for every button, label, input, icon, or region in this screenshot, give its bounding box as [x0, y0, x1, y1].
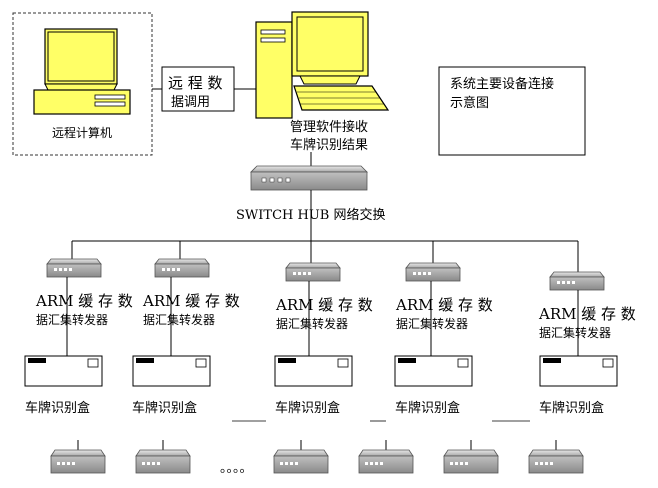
arm-unit-1-line2: 据汇集转发器 — [36, 312, 108, 327]
bottom-device-1 — [50, 440, 106, 474]
remote-link-line2: 据调用 — [171, 95, 210, 110]
bottom-device-6 — [528, 440, 584, 474]
plate-box-1 — [24, 355, 103, 387]
arm-unit-5 — [549, 241, 605, 356]
legend-line1: 系统主要设备连接 — [450, 76, 554, 92]
bottom-device-3 — [273, 440, 329, 474]
bottom-device-2 — [135, 440, 191, 474]
bottom-device-4 — [358, 440, 414, 474]
arm-unit-3-line1: ARM 缓 存 数 — [275, 296, 373, 314]
switch-hub-icon — [250, 165, 368, 191]
arm-unit-3-line2: 据汇集转发器 — [276, 316, 348, 331]
plate-box-5-label: 车牌识别盒 — [539, 400, 604, 416]
arm-unit-3 — [285, 241, 341, 356]
plate-box-2 — [132, 355, 211, 387]
bottom-device-5 — [443, 440, 499, 474]
arm-unit-5-line2: 据汇集转发器 — [539, 325, 611, 340]
remote-pc-frame — [12, 12, 153, 156]
legend-box — [438, 66, 586, 156]
arm-unit-4-line1: ARM 缓 存 数 — [395, 296, 493, 314]
arm-unit-2-line1: ARM 缓 存 数 — [142, 292, 240, 310]
arm-unit-4 — [405, 241, 461, 356]
arm-unit-2 — [154, 241, 210, 356]
server-workstation-icon — [255, 11, 390, 119]
arm-unit-1 — [46, 241, 102, 356]
plate-box-3-label: 车牌识别盒 — [275, 400, 340, 416]
plate-box-4-label: 车牌识别盒 — [395, 400, 460, 416]
remote-link-box — [161, 66, 235, 112]
remote-pc-icon — [33, 28, 131, 115]
plate-box-5 — [539, 355, 618, 387]
plate-box-2-label: 车牌识别盒 — [132, 400, 197, 416]
plate-box-4 — [394, 355, 473, 387]
ellipsis: 。。。。 — [220, 461, 253, 476]
arm-unit-5-line1: ARM 缓 存 数 — [538, 305, 636, 323]
remote-pc-label: 远程计算机 — [52, 125, 112, 140]
legend-line2: 示意图 — [450, 95, 489, 111]
server-label-line2: 车牌识别结果 — [290, 137, 368, 153]
plate-box-1-label: 车牌识别盒 — [25, 400, 90, 416]
remote-link-line1: 远 程 数 — [168, 74, 223, 92]
arm-unit-2-line2: 据汇集转发器 — [143, 312, 215, 327]
plate-box-3 — [274, 355, 353, 387]
server-label-line1: 管理软件接收 — [290, 119, 368, 135]
arm-unit-4-line2: 据汇集转发器 — [396, 316, 468, 331]
arm-unit-1-line1: ARM 缓 存 数 — [35, 292, 133, 310]
